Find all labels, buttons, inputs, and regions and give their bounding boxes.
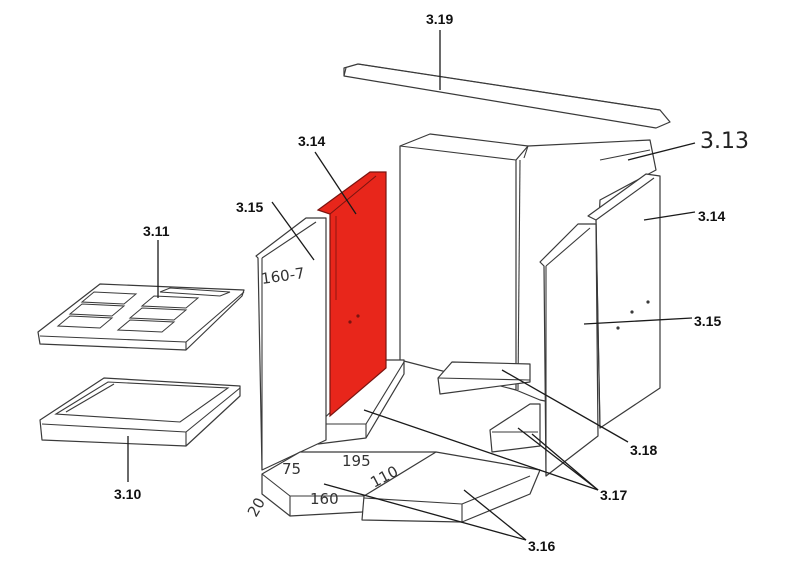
leader-lines xyxy=(127,30,696,541)
dim-floor-d: 160 xyxy=(310,490,339,508)
left-side-plate xyxy=(255,217,327,471)
label-ash-pan: 3.10 xyxy=(114,486,141,502)
right-side-plate xyxy=(587,173,661,429)
label-right-front-plate: 3.15 xyxy=(694,313,721,329)
label-rear-bricks: 3.18 xyxy=(630,442,657,458)
ash-pan xyxy=(39,377,241,447)
right-front-plate xyxy=(539,223,599,477)
top-plate xyxy=(343,63,671,129)
back-left-wall xyxy=(399,133,529,391)
label-back-right-wall: 3.13 xyxy=(700,129,749,154)
rear-floor-bricks xyxy=(437,361,541,453)
label-left-red-plate: 3.14 xyxy=(298,133,325,149)
dim-floor-e: 20 xyxy=(244,494,269,520)
dim-floor-b: 195 xyxy=(342,452,371,470)
label-right-side-plate: 3.14 xyxy=(698,208,725,224)
dim-floor-a: 75 xyxy=(282,460,301,478)
label-grate: 3.11 xyxy=(143,223,170,239)
part-labels: 3.19 3.13 3.14 3.14 3.15 3.15 3.11 3.10 … xyxy=(114,11,749,554)
grate xyxy=(37,283,245,351)
label-floor-strips: 3.17 xyxy=(600,487,627,503)
highlighted-side-plate xyxy=(316,171,387,418)
dim-side-height: 160-7 xyxy=(260,264,306,288)
label-top-plate: 3.19 xyxy=(426,11,453,27)
label-left-side-plate: 3.15 xyxy=(236,199,263,215)
floor-plates xyxy=(261,451,541,523)
label-floor-plates: 3.16 xyxy=(528,538,555,554)
